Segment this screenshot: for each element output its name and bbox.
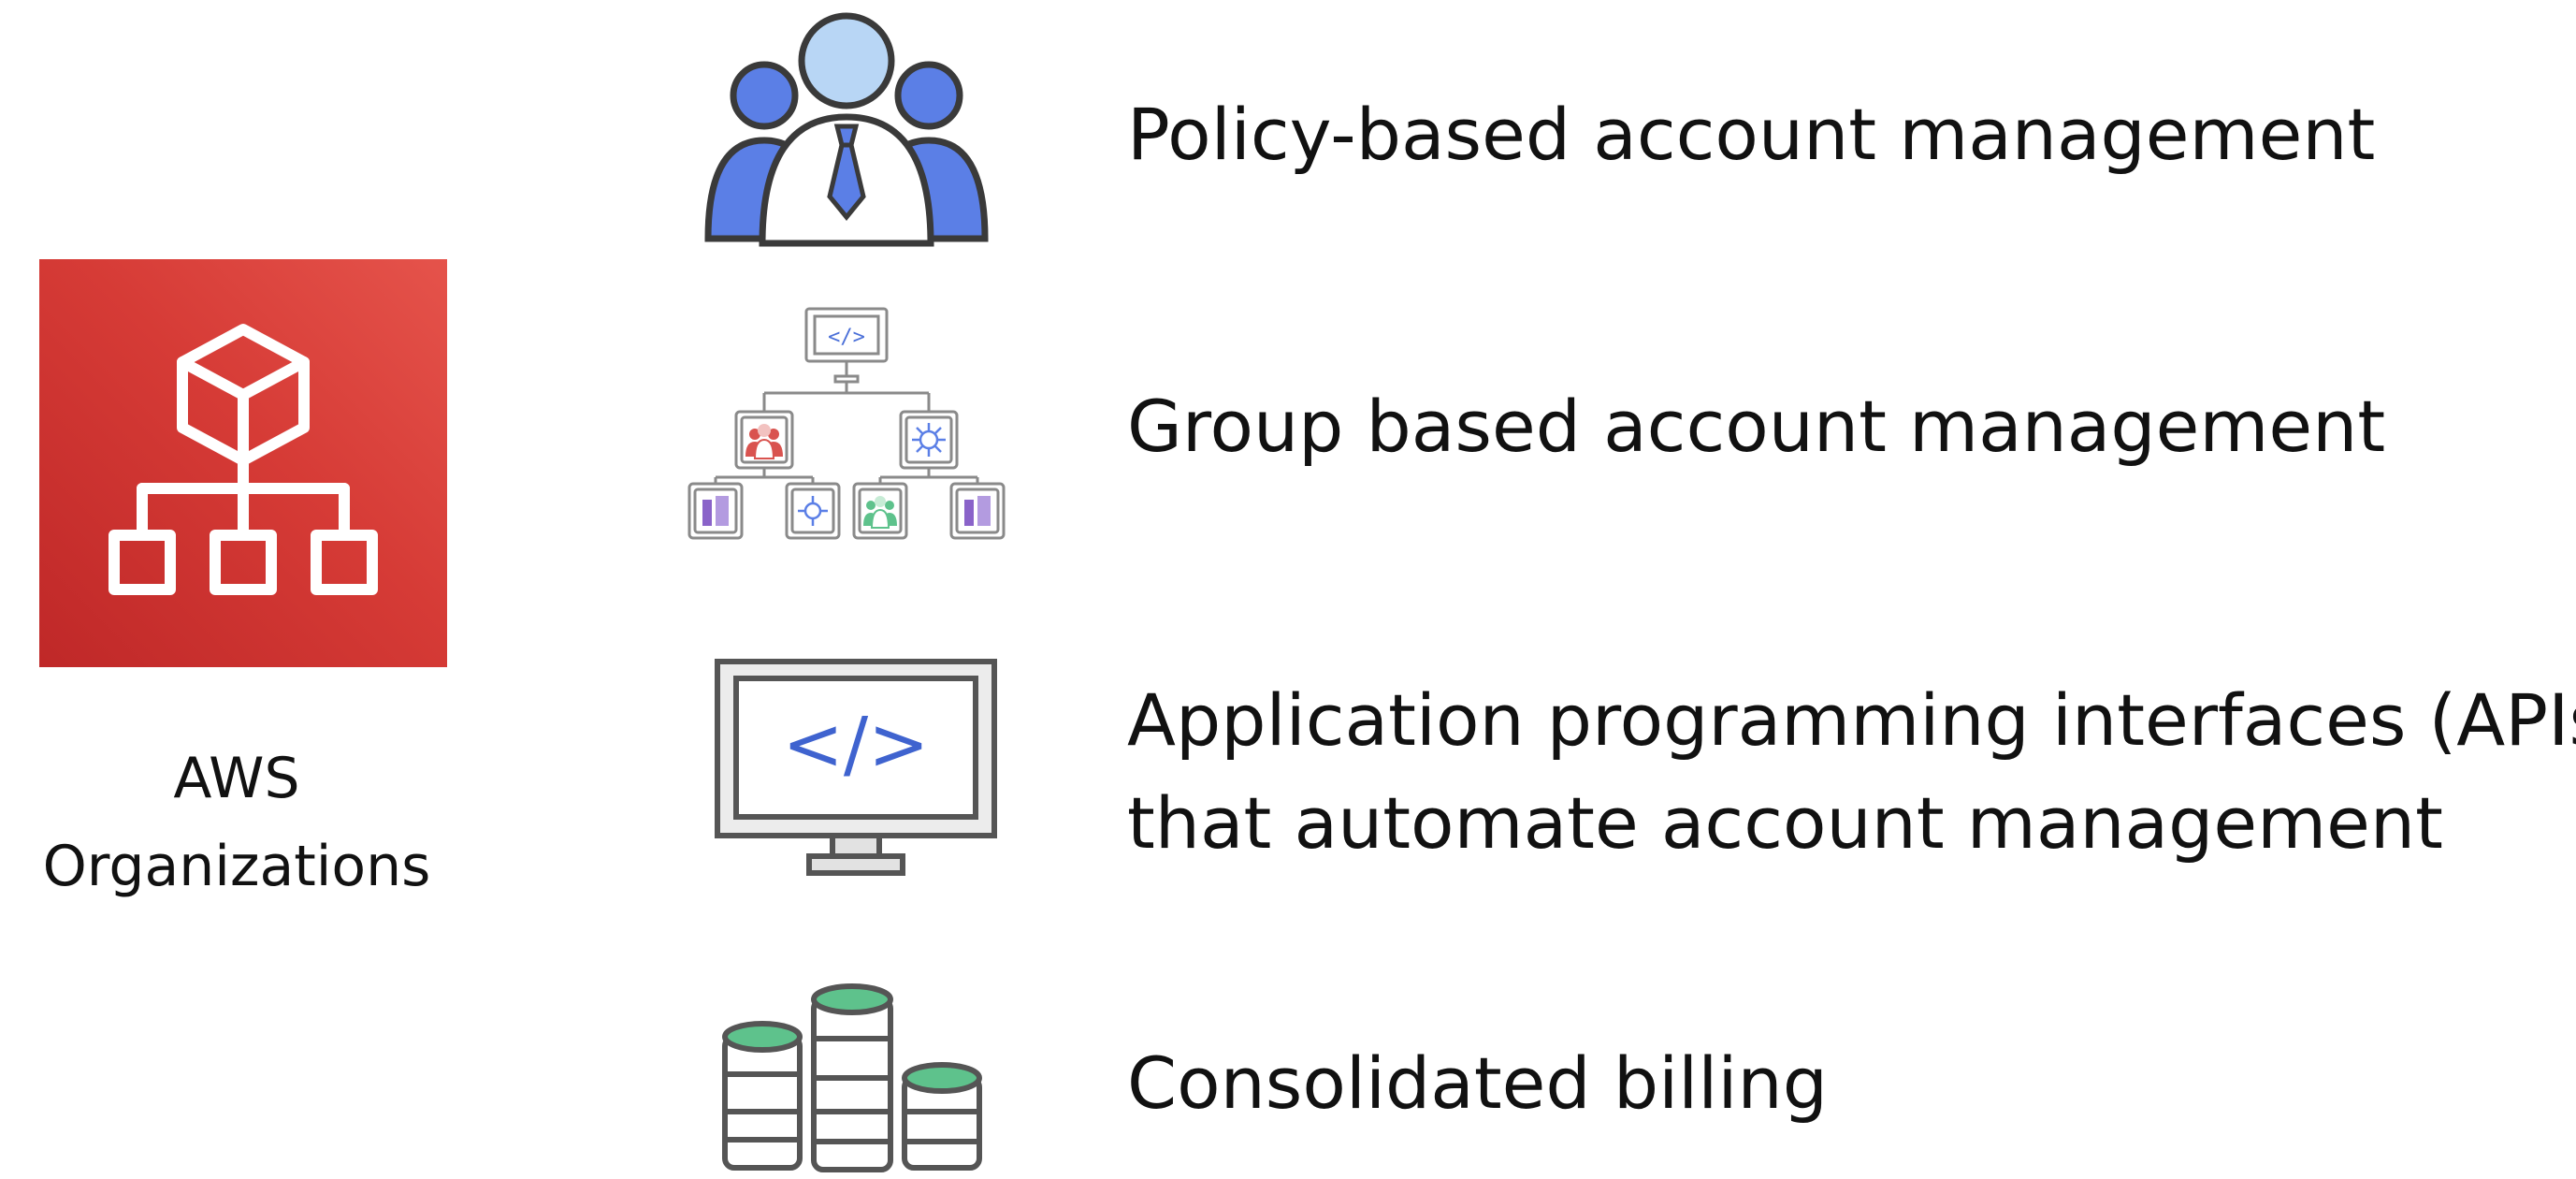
code-glyph-large: </>: [783, 703, 930, 787]
feature-text-billing: Consolidated billing: [1127, 1032, 1828, 1135]
monitor-code-icon: </>: [687, 652, 1006, 881]
feature-text-apis: Application programming interfaces (APIs…: [1127, 669, 2576, 875]
code-glyph: </>: [828, 326, 865, 349]
feature-4-line1: Consolidated billing: [1127, 1041, 1828, 1125]
organization-hierarchy-icon: [109, 324, 378, 595]
coin-stacks-icon: [687, 981, 1006, 1179]
service-name-line2: Organizations: [42, 834, 431, 899]
aws-organizations-logo: [39, 259, 447, 667]
feature-text-policy: Policy-based account management: [1127, 83, 2375, 186]
feature-text-group: Group based account management: [1127, 375, 2385, 478]
feature-2-line1: Group based account management: [1127, 385, 2386, 468]
feature-3-line2: that automate account management: [1127, 781, 2443, 865]
feature-1-line1: Policy-based account management: [1127, 93, 2376, 176]
hierarchy-tree-icon: </>: [687, 301, 1006, 540]
feature-3-line1: Application programming interfaces (APIs…: [1127, 678, 2576, 762]
service-name: AWS Organizations: [0, 735, 473, 910]
service-name-line1: AWS: [173, 746, 300, 811]
team-people-icon: [687, 9, 1006, 253]
